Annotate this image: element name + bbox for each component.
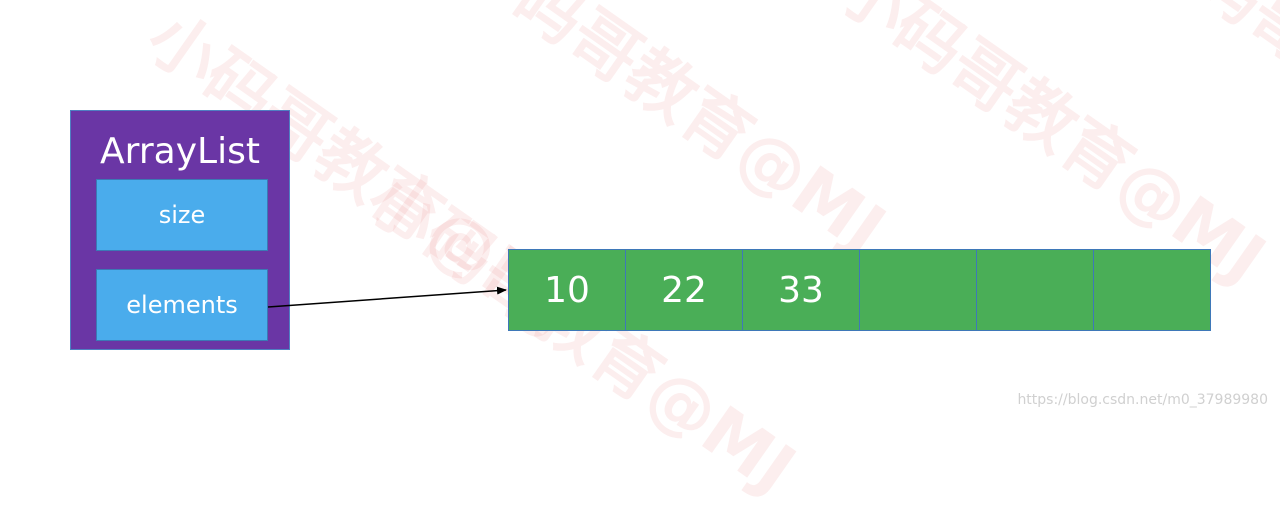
array-cell-2: 33: [742, 249, 860, 331]
array-cell-4: [976, 249, 1094, 331]
array-cell-5: [1093, 249, 1211, 331]
array-cell-3: [859, 249, 977, 331]
watermark-text: 小码哥教育@MJ: [1122, 0, 1280, 250]
watermark-text: 小码哥教育@MJ: [442, 0, 899, 270]
array-cell-0: 10: [508, 249, 626, 331]
arraylist-box: ArrayList size elements: [70, 110, 290, 350]
arraylist-title: ArrayList: [100, 131, 260, 172]
elements-field: elements: [96, 269, 268, 341]
watermark-text: 小码哥教育@MJ: [352, 157, 809, 510]
array-cell-1: 22: [625, 249, 743, 331]
size-field: size: [96, 179, 268, 251]
elements-array: 10 22 33: [508, 249, 1211, 331]
pointer-arrow-line: [267, 286, 507, 308]
source-url: https://blog.csdn.net/m0_37989980: [1017, 392, 1268, 408]
